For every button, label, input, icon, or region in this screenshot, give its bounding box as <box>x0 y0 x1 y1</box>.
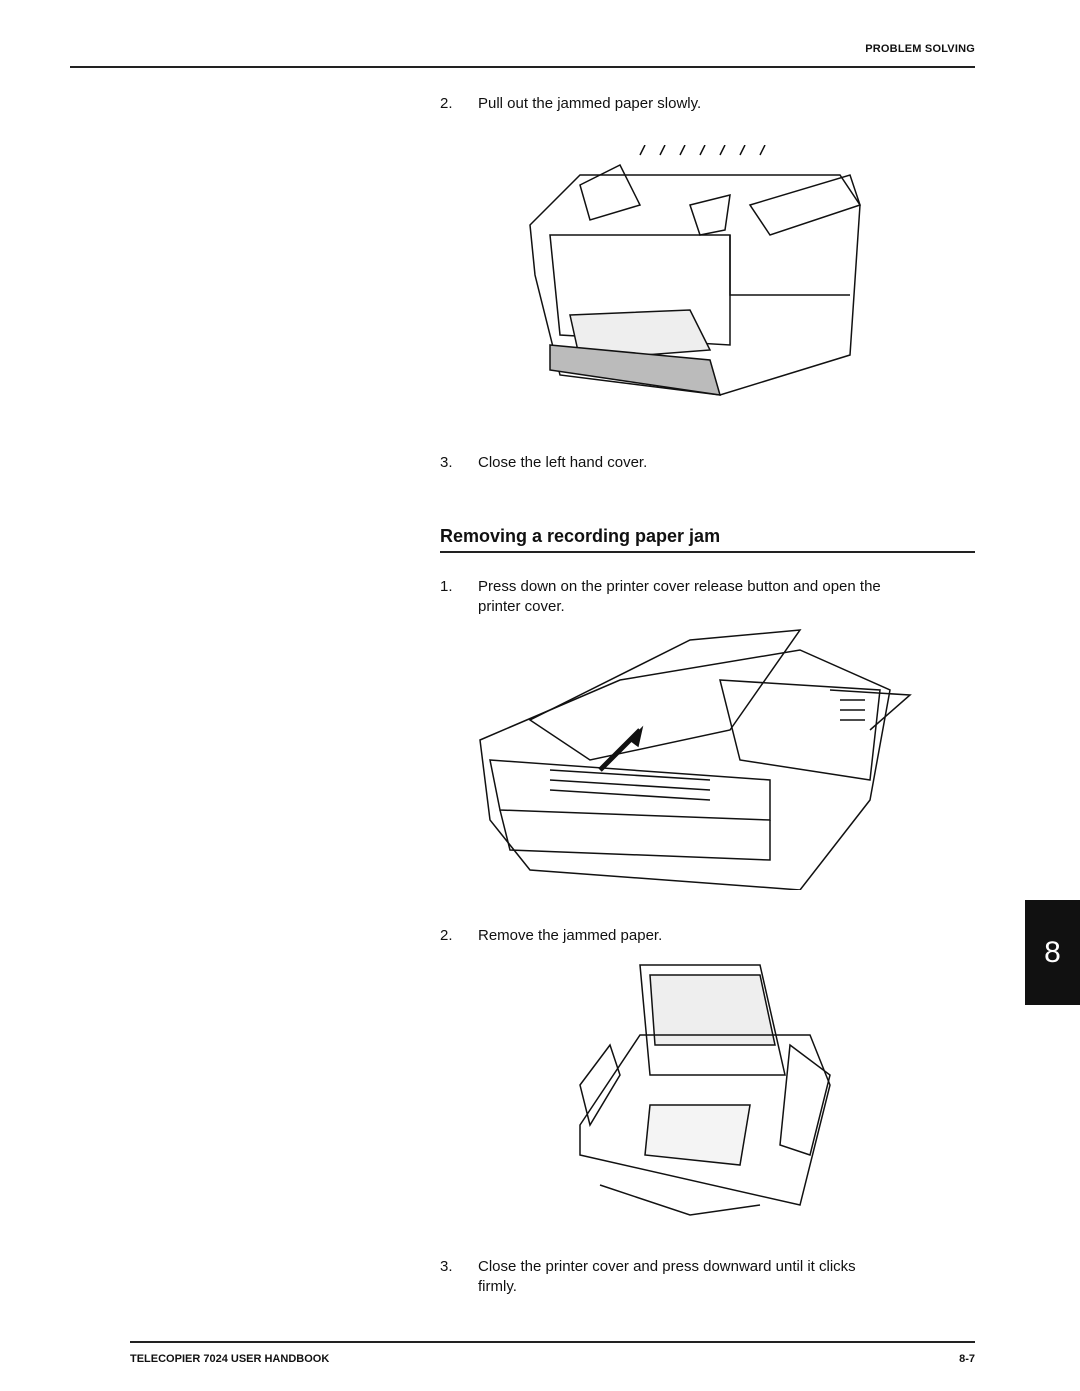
fax-remove-paper-illustration <box>579 964 831 1216</box>
section-heading: Removing a recording paper jam <box>440 526 720 547</box>
heading-text: Removing a recording paper jam <box>440 526 721 546</box>
step-open-printer-cover: 1. Press down on the printer cover relea… <box>440 577 985 617</box>
step-text: Close the printer cover and press downwa… <box>478 1258 856 1275</box>
footer-title: TELECOPIER 7024 USER HANDBOOK <box>130 1353 330 1365</box>
step-number: 2. <box>440 95 453 112</box>
step-text: Close the left hand cover. <box>478 454 648 471</box>
fax-document-jam-illustration <box>529 145 861 396</box>
fax-printer-cover-illustration <box>479 629 912 890</box>
step-number: 1. <box>440 578 453 595</box>
footer-rule <box>130 1341 975 1343</box>
step-remove-jammed-paper: 2. Remove the jammed paper. <box>440 926 980 946</box>
step-text: Press down on the printer cover release … <box>478 578 881 595</box>
step-text-continued: firmly. <box>478 1278 517 1295</box>
chapter-tab: 8 <box>1025 900 1080 1005</box>
step-close-left-cover: 3. Close the left hand cover. <box>440 453 980 473</box>
step-text: Pull out the jammed paper slowly. <box>478 95 702 112</box>
step-text-continued: printer cover. <box>478 598 565 615</box>
step-number: 3. <box>440 454 453 471</box>
header-rule <box>70 66 975 68</box>
step-text: Remove the jammed paper. <box>478 927 663 944</box>
step-number: 3. <box>440 1258 453 1275</box>
page-number: 8-7 <box>959 1353 975 1365</box>
section-header: PROBLEM SOLVING <box>865 43 975 55</box>
step-close-printer-cover: 3. Close the printer cover and press dow… <box>440 1257 985 1297</box>
heading-rule <box>440 551 975 553</box>
step-pull-out-paper: 2. Pull out the jammed paper slowly. <box>440 94 980 114</box>
step-number: 2. <box>440 927 453 944</box>
